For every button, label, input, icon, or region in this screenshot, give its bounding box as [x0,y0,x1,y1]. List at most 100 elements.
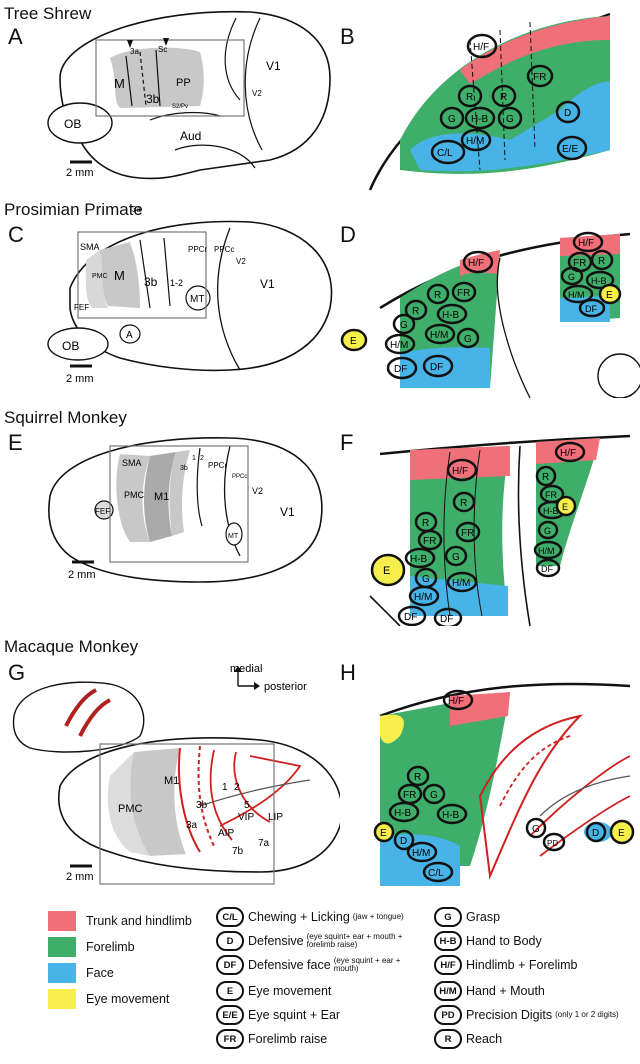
legend-d-note: (eye squint+ ear + mouth + forelimb rais… [307,933,407,949]
label-v2-e: V2 [252,486,263,496]
legend-ee-label: Eye squint + Ear [248,1008,340,1022]
oval-f-hm2: H/M [452,578,470,589]
legend-oval-df: DF [216,955,244,975]
scale-bar-g: 2 mm [66,871,94,883]
scale-bar-a: 2 mm [66,167,94,179]
legend: Trunk and hindlimb Forelimb Face Eye mov… [0,897,640,1064]
oval-f-g1: G [452,552,460,563]
oval-d-g2: G [464,334,472,345]
label-s2pv: S2/Pv [172,104,188,110]
legend-hf-label: Hindlimb + Forelimb [466,958,578,972]
tree-shrew-map: H/F R R FR G H-B G D H/M E/E C/L [340,0,640,200]
oval-d-df1: DF [394,364,407,375]
label-3b-g: 3b [196,800,208,811]
legend-fr-label: Forelimb raise [248,1032,327,1046]
prosimian-map: H/F R FR R H-B G G H/M E H/M DF DF H/F F… [340,198,640,398]
prosimian-brain: 3a SMA PMC M 3b 1-2 PPCr PPCc V2 MT V1 A… [0,198,340,398]
legend-fr: FR Forelimb raise [216,1029,327,1049]
legend-e-label: Eye movement [248,984,331,998]
legend-oval-hb: H-B [434,931,462,951]
label-pmc-c: PMC [92,273,108,280]
label-a: A [126,330,133,341]
label-pmc-g: PMC [118,803,143,815]
oval-f-r2: R [460,498,467,509]
oval-d-hm1: H/M [430,330,448,341]
oval-f-g2: G [422,574,430,585]
legend-oval-fr: FR [216,1029,244,1049]
label-sc: Sc [158,45,167,54]
legend-oval-hf: H/F [434,955,462,975]
legend-oval-e: E [216,981,244,1001]
label-ppcr: PPCr [188,245,207,254]
label-1-e: 1 [192,455,196,462]
oval-b-hm: H/M [466,136,484,147]
label-aip: AIP [218,828,234,839]
legend-oval-hm: H/M [434,981,462,1001]
legend-r: R Reach [434,1029,502,1049]
label-m1-e: M1 [154,491,169,503]
label-3b: 3b [146,92,160,106]
oval-h-d1: D [400,836,407,847]
oval-h-d2: D [592,828,599,839]
oval-f-r3: R [542,472,549,483]
oval-f-hm3: H/M [538,546,555,556]
oval-d-g1: G [400,320,408,331]
oval-b-g1: G [448,114,456,125]
legend-cl-label: Chewing + Licking [248,910,350,924]
oval-f-df2: DF [440,614,453,625]
squirrel-monkey-brain: SMA PMC M1 3b 1 2 PPCr PPCc V2 V1 MT FEF… [0,406,340,606]
oval-f-fr2: FR [461,528,474,539]
oval-b-hf: H/F [473,42,489,53]
label-m1-g: M1 [164,775,179,787]
oval-b-ee: E/E [562,144,578,155]
oval-h-hb2: H-B [442,810,460,821]
label-sma: SMA [80,242,100,252]
label-mt-c: MT [190,294,204,305]
oval-b-fr: FR [533,72,546,83]
oval-h-e2: E [618,828,625,839]
label-3b-c: 3b [144,275,158,289]
oval-d-e1: E [350,336,357,347]
oval-f-r1: R [422,518,429,529]
oval-d-r2: R [412,306,419,317]
oval-b-cl: C/L [437,148,453,159]
label-3b-e: 3b [180,465,188,472]
section-title-macaque: Macaque Monkey [4,637,138,657]
label-3a: 3a [130,47,139,56]
oval-b-r2: R [500,92,507,103]
oval-h-g2: G [532,824,540,835]
macaque-map: H/F R FR G H-B E H-B D H/M C/L G PD D E [340,656,640,896]
legend-e: E Eye movement [216,981,331,1001]
oval-f-g3: G [544,526,551,536]
oval-b-g2: G [506,114,514,125]
label-5-g: 5 [244,800,250,811]
tree-shrew-brain: 3a Sc M 3b PP V1 V2 S2/Pv OB Aud 2 mm [0,0,340,200]
orientation-medial: medial [230,663,262,675]
legend-label-face: Face [86,966,114,980]
label-lip: LIP [268,812,283,823]
legend-hm-label: Hand + Mouth [466,984,545,998]
legend-swatch-yellow [48,989,76,1009]
legend-eye-movement-color: Eye movement [48,989,169,1009]
oval-d-df2: DF [430,362,443,373]
legend-hm: H/M Hand + Mouth [434,981,545,1001]
legend-d: D Defensive (eye squint+ ear + mouth + f… [216,931,407,951]
legend-d-label: Defensive [248,934,304,948]
oval-d-hb2: H-B [591,276,607,286]
oval-h-r: R [414,772,421,783]
oval-f-e1: E [383,565,390,577]
legend-label-forelimb: Forelimb [86,940,135,954]
legend-trunk-hindlimb: Trunk and hindlimb [48,911,192,931]
label-vip: VIP [238,812,254,823]
oval-h-hm: H/M [412,848,430,859]
oval-d-fr: FR [457,288,470,299]
oval-h-cl: C/L [428,868,444,879]
scale-bar-c: 2 mm [66,373,94,385]
legend-cl-note: (jaw + tongue) [353,913,404,921]
label-3a-c: 3a [132,205,141,214]
label-v2: V2 [252,89,262,98]
legend-swatch-green [48,937,76,957]
oval-d-hb: H-B [442,310,460,321]
label-pmc-e: PMC [124,490,145,500]
legend-swatch-red [48,911,76,931]
